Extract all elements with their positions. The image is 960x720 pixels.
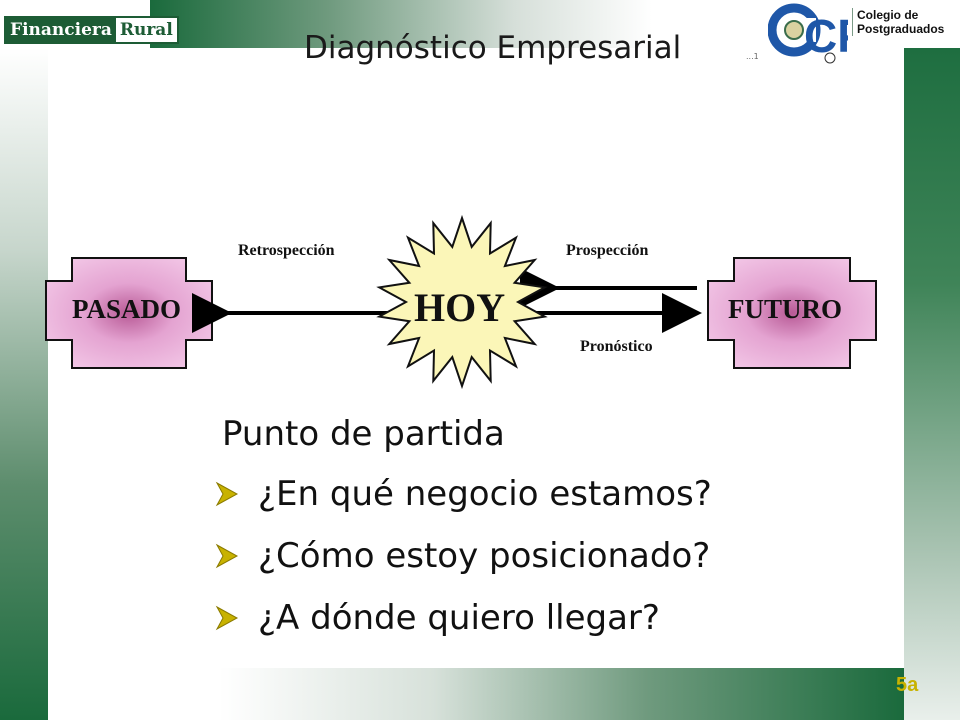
bottom-gradient-band: [48, 668, 904, 720]
cp-mark: CP: [804, 10, 848, 62]
past-cross-shape: [45, 257, 213, 369]
right-gradient-band: [904, 48, 960, 720]
future-label: FUTURO: [728, 294, 842, 324]
colegio-line1: Colegio de: [857, 8, 919, 22]
bullet-arrow-icon: [215, 481, 239, 507]
bullet-text: ¿A dónde quiero llegar?: [258, 598, 660, 638]
colegio-postgraduados-logo: CP: [768, 3, 848, 64]
logo-text-financiera: Financiera: [6, 18, 116, 42]
colegio-line2: Postgraduados: [857, 22, 945, 36]
logo-text-rural: Rural: [115, 18, 177, 42]
today-star-shape: [376, 214, 548, 390]
bullet-arrow-icon: [215, 605, 239, 631]
past-label: PASADO: [72, 294, 182, 324]
forecast-label: Pronóstico: [580, 338, 653, 355]
top-gradient-band: [150, 0, 960, 48]
bullet-arrow-icon: [215, 543, 239, 569]
bullet-item-2: ¿Cómo estoy posicionado?: [214, 536, 710, 576]
section-heading: Punto de partida: [222, 414, 505, 454]
bullet-text: ¿Cómo estoy posicionado?: [258, 536, 711, 576]
financiera-rural-logo: Financiera Rural: [4, 16, 179, 44]
bullet-item-3: ¿A dónde quiero llegar?: [214, 598, 660, 638]
colegio-logo-text: Colegio de Postgraduados: [852, 8, 944, 36]
slide-number: 5a: [896, 674, 919, 696]
bullet-text: ¿En qué negocio estamos?: [258, 474, 712, 514]
future-cross-shape: [707, 257, 877, 369]
page-title: Diagnóstico Empresarial: [304, 30, 682, 66]
title-note: ...1: [746, 52, 759, 61]
retrospection-label: Retrospección: [238, 242, 335, 259]
prospection-label: Prospección: [566, 242, 649, 259]
left-gradient-band: [0, 48, 48, 720]
today-label: HOY: [414, 285, 506, 330]
bullet-item-1: ¿En qué negocio estamos?: [214, 474, 712, 514]
